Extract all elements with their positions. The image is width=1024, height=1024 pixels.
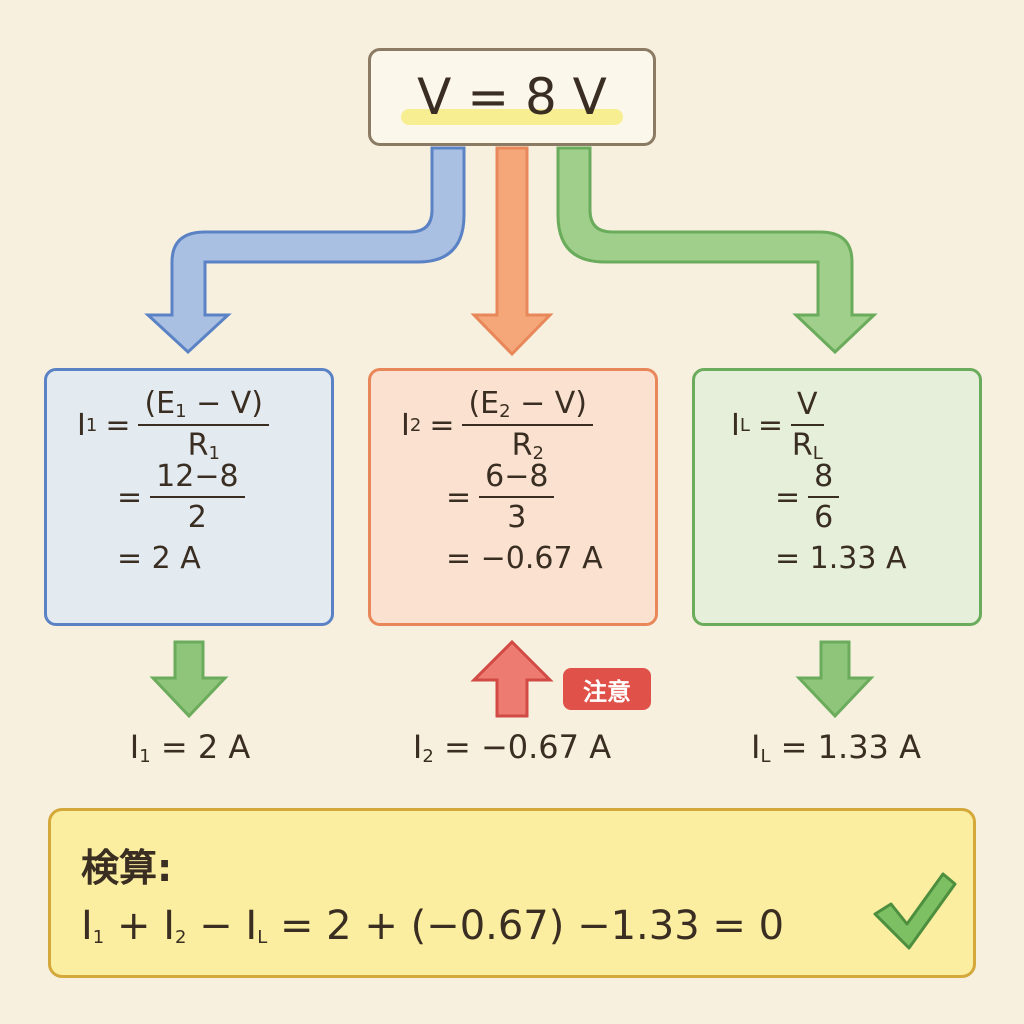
verification-equation: I1 + I2 − IL = 2 + (−0.67) −1.33 = 0: [81, 903, 784, 949]
eq-part: + I: [104, 903, 175, 949]
sub: L: [812, 442, 823, 464]
fraction: (E1 − V)R1: [138, 386, 270, 464]
num: − V): [186, 386, 264, 421]
var: I: [401, 407, 410, 443]
value: = −0.67 A: [433, 728, 612, 766]
sub: 1: [139, 746, 151, 767]
sub: 1: [85, 414, 98, 436]
fraction: (E2 − V)R2: [462, 386, 594, 464]
result-line: = −0.67 A: [446, 540, 603, 576]
sub: 2: [422, 746, 434, 767]
var: I: [751, 728, 761, 766]
orange-arrow: [470, 146, 554, 357]
result-line: = 2 A: [117, 540, 201, 576]
sub: 1: [208, 443, 220, 464]
sub: 2: [175, 927, 187, 948]
down-arrow-3: [795, 640, 875, 719]
equals: =: [775, 479, 801, 515]
sub: 1: [92, 927, 105, 948]
sub: 1: [175, 401, 187, 422]
eq-part: I: [81, 903, 93, 949]
equals: =: [105, 407, 131, 443]
den: R: [511, 428, 533, 463]
voltage-value: V = 8 V: [417, 68, 607, 126]
var: I: [77, 407, 86, 443]
equals: =: [429, 407, 455, 443]
sub: 2: [532, 443, 544, 464]
value: = 2 A: [150, 728, 251, 766]
sub: L: [760, 746, 771, 767]
green-arrow: [556, 146, 878, 355]
result-line: = 1.33 A: [775, 540, 907, 576]
value: = 1.33 A: [770, 728, 921, 766]
eq-part: − I: [186, 903, 258, 949]
verification-title: 検算:: [81, 846, 173, 890]
var: I: [129, 728, 140, 766]
equals: =: [117, 479, 143, 515]
var: I: [731, 407, 740, 443]
voltage-box: V = 8 V: [368, 48, 656, 146]
verification-box: 検算: I1 + I2 − IL = 2 + (−0.67) −1.33 = 0: [48, 808, 976, 978]
blue-arrow: [144, 146, 466, 355]
num: (E: [468, 386, 500, 421]
result-i1: I1 = 2 A: [40, 728, 340, 767]
eq-part: = 2 + (−0.67) −1.33 = 0: [267, 903, 785, 949]
sub: 2: [409, 414, 422, 436]
sub: L: [739, 414, 750, 436]
down-arrow-1: [149, 640, 229, 719]
result-il: IL = 1.33 A: [686, 728, 986, 767]
sub: 2: [499, 401, 511, 422]
highlight: [401, 109, 623, 125]
result-i2: I2 = −0.67 A: [362, 728, 662, 767]
num: (E: [144, 386, 176, 421]
num: − V): [510, 386, 588, 421]
den: R: [187, 428, 209, 463]
equals: =: [757, 407, 784, 443]
warning-badge: 注意: [563, 668, 651, 710]
var: I: [412, 728, 423, 766]
up-arrow-2: [470, 639, 554, 718]
sub: L: [257, 927, 268, 948]
equals: =: [446, 479, 472, 515]
checkmark-icon: [873, 872, 957, 950]
den: R: [791, 427, 813, 463]
